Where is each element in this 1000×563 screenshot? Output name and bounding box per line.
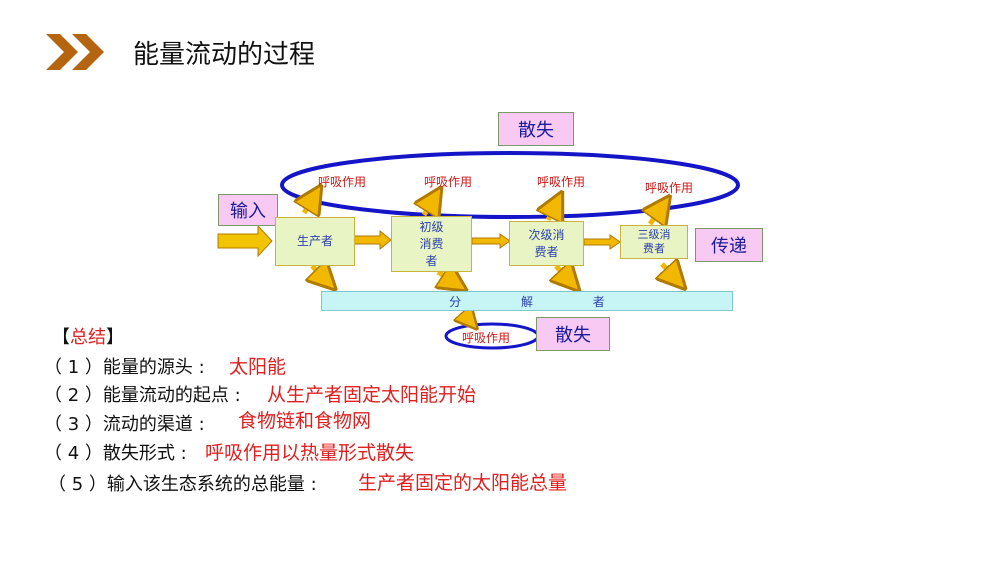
down-arrow-3 — [556, 266, 570, 281]
respiration-label-3: 呼吸作用 — [537, 175, 586, 189]
summary-q3: （ 3 ）流动的渠道 : — [44, 414, 205, 435]
node-producer: 生产者 — [275, 217, 355, 266]
double-chevron-icon — [46, 34, 104, 70]
chain-arrow-1 — [353, 229, 392, 251]
summary-a5: 生产者固定的太阳能总量 — [358, 472, 568, 494]
respiration-label-4: 呼吸作用 — [645, 181, 694, 195]
summary-a1: 太阳能 — [229, 356, 287, 378]
summary-q1: （ 1 ）能量的源头 : — [44, 357, 205, 378]
node-tertiary-consumer-label: 三级消 费者 — [637, 228, 671, 255]
respiration-label-1: 呼吸作用 — [318, 175, 367, 189]
down-arrow-1 — [312, 266, 326, 280]
summary-q5: （ 5 ）输入该生态系统的总能量 : — [48, 474, 317, 495]
node-secondary-consumer: 次级消 费者 — [509, 221, 584, 266]
summary-a4: 呼吸作用以热量形式散失 — [205, 442, 415, 464]
summary-heading-close: 】 — [106, 327, 124, 348]
up-arrow-4 — [650, 207, 662, 224]
respiration-ellipse — [280, 151, 740, 219]
input-arrow — [217, 224, 273, 258]
node-secondary-consumer-label: 次级消 费者 — [528, 227, 565, 259]
chain-arrow-3 — [583, 234, 621, 250]
down-arrow-2 — [438, 272, 455, 283]
summary-heading-open: 【 — [52, 327, 70, 348]
chain-arrow-2 — [471, 233, 511, 249]
summary-heading-word: 总结 — [70, 327, 106, 348]
up-arrow-1 — [304, 197, 314, 213]
dissipation-label-top: 散失 — [498, 112, 574, 146]
down-arrow-4 — [662, 264, 676, 279]
down-arrow-decomposer — [462, 312, 470, 321]
decomposer-bar: 分 解 者 — [321, 291, 733, 311]
node-tertiary-consumer: 三级消 费者 — [620, 225, 688, 259]
page-title: 能量流动的过程 — [133, 40, 316, 70]
node-primary-consumer: 初级 消费 者 — [391, 216, 472, 272]
up-arrow-3 — [548, 204, 556, 220]
summary-a2: 从生产者固定太阳能开始 — [267, 384, 477, 406]
respiration-label-2: 呼吸作用 — [424, 175, 473, 189]
summary-q2: （ 2 ）能量流动的起点 : — [44, 385, 241, 406]
node-primary-consumer-label: 初级 消费 者 — [419, 219, 444, 268]
transfer-label: 传递 — [695, 228, 763, 262]
summary-a3: 食物链和食物网 — [238, 410, 372, 432]
summary-q4: （ 4 ）散失形式 : — [44, 443, 187, 464]
input-label: 输入 — [218, 194, 278, 226]
up-arrow-2 — [424, 199, 434, 215]
summary-heading: 【总结】 — [52, 323, 124, 349]
dissipation-label-bottom: 散失 — [536, 317, 610, 351]
respiration-label-5: 呼吸作用 — [462, 331, 511, 345]
